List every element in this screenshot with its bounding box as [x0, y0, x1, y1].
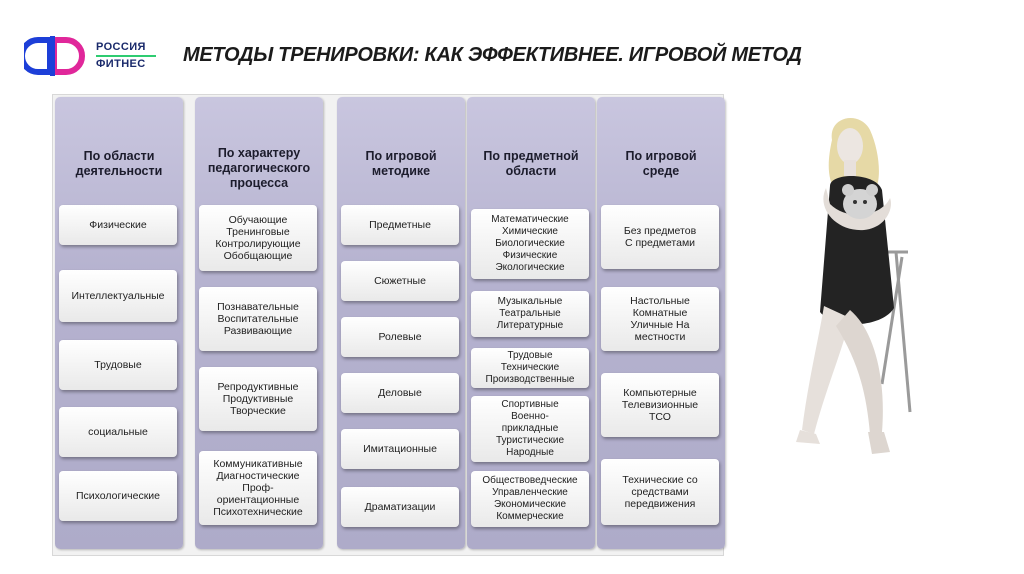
column-item: Ролевые — [341, 317, 459, 357]
column-item: Познавательные Воспитательные Развивающи… — [199, 287, 317, 351]
column-item: Имитационные — [341, 429, 459, 469]
column-game-environment: По игровой среде Без предметов С предмет… — [597, 97, 725, 549]
column-item: Драматизации — [341, 487, 459, 527]
column-item: Трудовые Технические Производственные — [471, 348, 589, 388]
column-game-methodology: По игровой методике Предметные Сюжетные … — [337, 97, 465, 549]
brand-divider — [96, 55, 156, 57]
column-activity-area: По области деятельности Физические Интел… — [55, 97, 183, 549]
classification-table: По области деятельности Физические Интел… — [52, 94, 725, 556]
column-item: Настольные Комнатные Уличные На местност… — [601, 287, 719, 351]
column-item: Обучающие Тренинговые Контролирующие Обо… — [199, 205, 317, 271]
slide-title: МЕТОДЫ ТРЕНИРОВКИ: КАК ЭФФЕКТИВНЕЕ. ИГРО… — [183, 44, 802, 66]
column-header: По игровой среде — [625, 149, 697, 178]
column-header: По игровой методике — [365, 149, 437, 178]
column-item: Спортивные Военно- прикладные Туристичес… — [471, 396, 589, 462]
column-pedagogical-process: По характеру педагогического процесса Об… — [195, 97, 323, 549]
column-item: Без предметов С предметами — [601, 205, 719, 269]
column-item: социальные — [59, 407, 177, 457]
column-item: Физические — [59, 205, 177, 245]
column-item: Компьютерные Телевизионные ТСО — [601, 373, 719, 437]
column-item: Деловые — [341, 373, 459, 413]
column-subject-area: По предметной области Математические Хим… — [467, 97, 595, 549]
column-item: Обществоведческие Управленческие Экономи… — [471, 471, 589, 527]
column-item: Трудовые — [59, 340, 177, 390]
column-header: По предметной области — [483, 149, 579, 178]
column-item: Коммуникативные Диагностические Проф- ор… — [199, 451, 317, 525]
column-item: Сюжетные — [341, 261, 459, 301]
column-header: По области деятельности — [75, 149, 163, 178]
column-item: Математические Химические Биологические … — [471, 209, 589, 279]
column-item: Репродуктивные Продуктивные Творческие — [199, 367, 317, 431]
brand-line-1: РОССИЯ — [96, 41, 146, 53]
column-item: Технические со средствами передвижения — [601, 459, 719, 525]
woman-with-toy-photo — [796, 117, 912, 454]
logo-mark-icon — [24, 36, 85, 76]
column-header: По характеру педагогического процесса — [207, 145, 311, 190]
column-item: Музыкальные Театральные Литературные — [471, 291, 589, 337]
brand-logo: РОССИЯ ФИТНЕС — [24, 34, 174, 78]
column-item: Психологические — [59, 471, 177, 521]
column-item: Предметные — [341, 205, 459, 245]
brand-line-2: ФИТНЕС — [96, 58, 146, 70]
column-item: Интеллектуальные — [59, 270, 177, 322]
